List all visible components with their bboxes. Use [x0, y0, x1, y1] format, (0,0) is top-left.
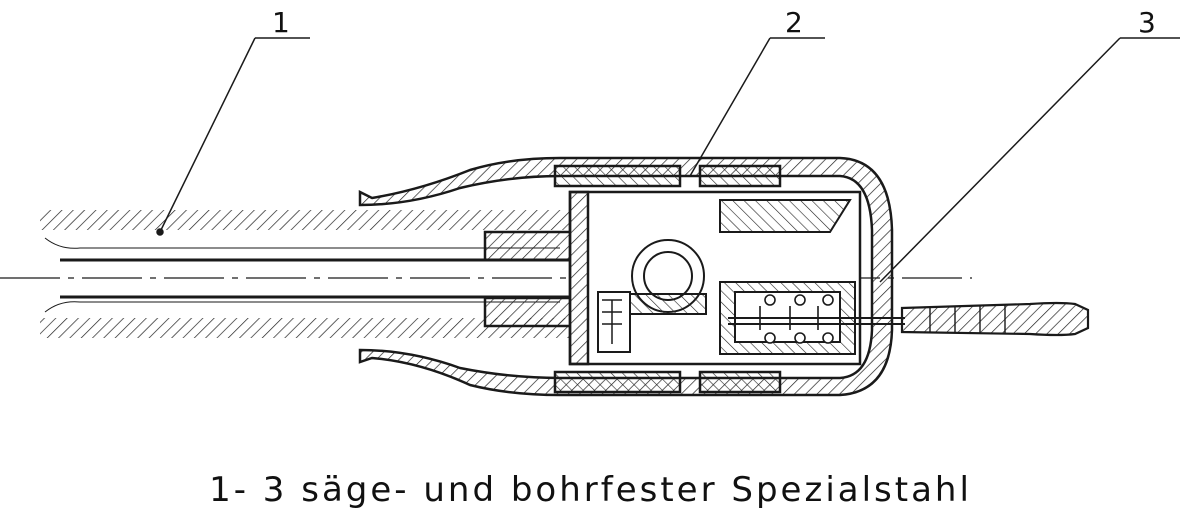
callout-1-leader: [159, 37, 256, 233]
housing-top-insert-right: [698, 164, 782, 188]
callout-3: [879, 37, 1180, 283]
inner-cylinder-wall: [568, 190, 590, 366]
callout-2-label: 2: [785, 6, 803, 39]
rotor-base: [629, 293, 707, 315]
lock-mechanism: [597, 199, 905, 355]
rotor-inner: [643, 251, 693, 301]
housing-top-insert-left: [553, 164, 682, 188]
key-grip-marks: [929, 305, 1006, 334]
callout-3-label: 3: [1138, 6, 1156, 39]
cable-clamp-lower: [483, 296, 575, 328]
bolt-teeth: [602, 299, 622, 344]
cable-upper-sheath: [40, 210, 570, 230]
callout-1: [156, 37, 310, 236]
cable-inner-bottom: [44, 301, 560, 313]
callout-1-dot: [156, 228, 164, 236]
latch-block: [719, 199, 852, 233]
locking-bolt: [597, 291, 631, 353]
callout-2-leader: [689, 37, 771, 177]
callout-3-leader: [879, 37, 1121, 283]
callout-1-label: 1: [272, 6, 290, 39]
housing-body: [358, 156, 894, 397]
key-handle: [900, 301, 1090, 337]
key: [900, 301, 1090, 337]
callout-2: [689, 37, 825, 177]
cable-inner-top: [44, 237, 560, 249]
housing-bottom-insert-right: [698, 370, 782, 394]
cable-clamp-upper: [483, 230, 575, 262]
diagram-caption: 1- 3 säge- und bohrfester Spezialstahl: [209, 470, 972, 510]
cable-lower-sheath: [40, 318, 570, 338]
housing-bottom-insert-left: [553, 370, 682, 394]
